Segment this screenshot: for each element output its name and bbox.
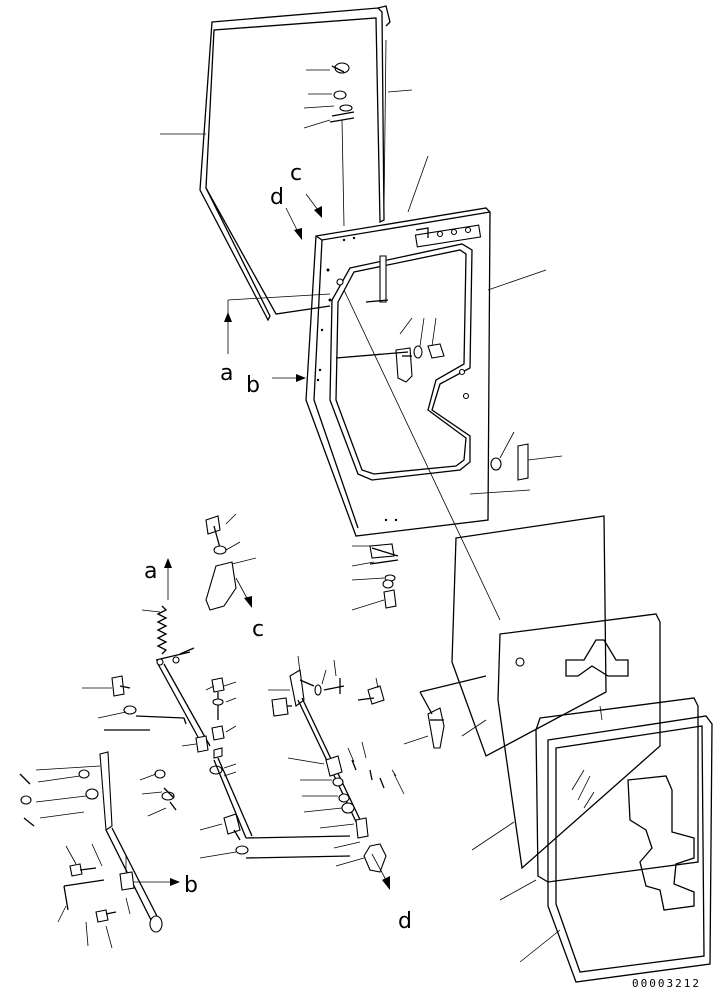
linkage-assembly bbox=[82, 605, 351, 859]
glass-latch bbox=[403, 675, 487, 749]
label-a-mid: a bbox=[144, 559, 157, 584]
label-b-low: b bbox=[184, 873, 198, 898]
second-linkage bbox=[268, 655, 405, 890]
upper-leader-lines bbox=[160, 69, 547, 291]
mid-arrow-a bbox=[164, 558, 172, 600]
label-b-top: b bbox=[246, 373, 260, 398]
far-left-parts bbox=[19, 751, 180, 949]
label-c-top: c bbox=[290, 161, 302, 186]
label-d-top: d bbox=[270, 185, 284, 210]
center-hardware bbox=[205, 513, 399, 611]
upper-screw-set bbox=[329, 62, 355, 227]
label-c-mid: c bbox=[252, 617, 264, 642]
drawing-code: 00003212 bbox=[632, 977, 701, 989]
label-a-top: a bbox=[220, 361, 233, 386]
glass-panels bbox=[451, 515, 713, 983]
door-frame bbox=[305, 207, 563, 537]
top-arrows bbox=[224, 193, 322, 382]
label-d-low: d bbox=[398, 909, 412, 934]
cross-leader bbox=[227, 289, 501, 621]
